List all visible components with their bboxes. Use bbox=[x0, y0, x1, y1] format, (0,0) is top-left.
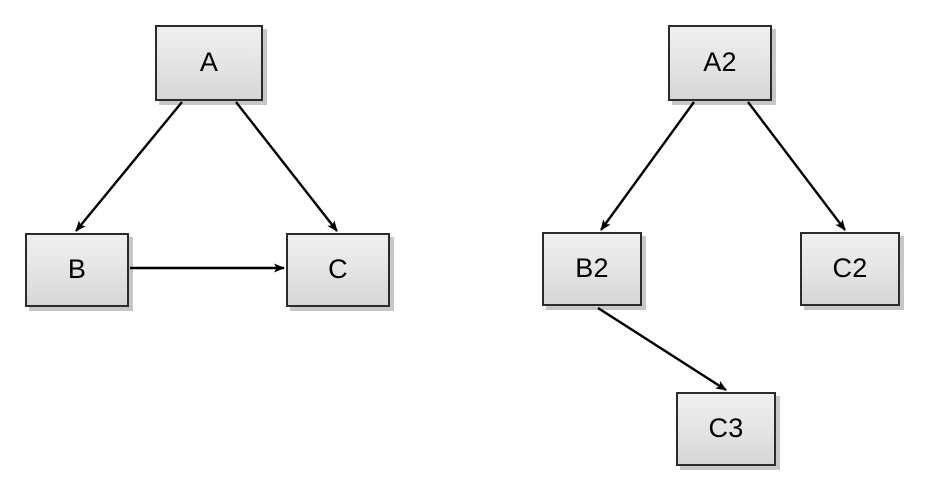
node-c[interactable]: C bbox=[286, 233, 390, 307]
node-label-a2: A2 bbox=[703, 46, 737, 77]
edge-a2-to-b2 bbox=[600, 101, 695, 231]
node-c3[interactable]: C3 bbox=[676, 392, 776, 466]
node-label-a: A bbox=[199, 46, 219, 77]
edge-a-to-b bbox=[75, 101, 183, 232]
node-b[interactable]: B bbox=[25, 233, 129, 307]
node-a[interactable]: A bbox=[155, 25, 263, 101]
node-b2[interactable]: B2 bbox=[542, 232, 642, 306]
edge-a2-to-c2 bbox=[747, 101, 846, 231]
edge-b2-to-c3 bbox=[597, 306, 727, 392]
edges-group bbox=[75, 101, 846, 392]
node-label-c3: C3 bbox=[708, 412, 744, 443]
node-label-b: B bbox=[67, 253, 87, 284]
node-a2[interactable]: A2 bbox=[668, 25, 772, 101]
edge-a-to-c bbox=[235, 101, 338, 232]
node-label-c: C bbox=[328, 253, 348, 284]
node-c2[interactable]: C2 bbox=[800, 232, 900, 306]
node-label-c2: C2 bbox=[832, 252, 868, 283]
node-label-b2: B2 bbox=[575, 252, 609, 283]
